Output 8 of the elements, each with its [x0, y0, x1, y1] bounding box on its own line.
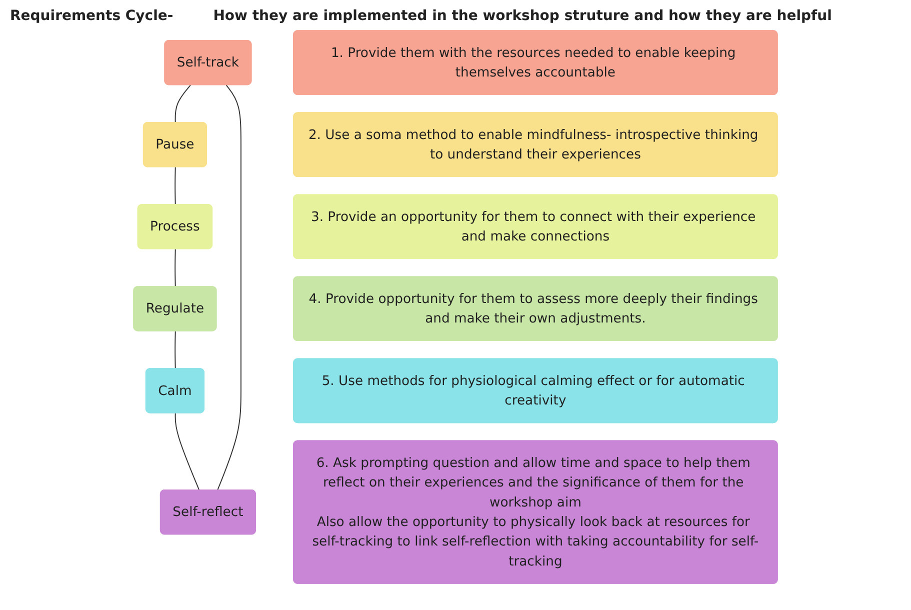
column-heading: How they are implemented in the workshop struture and how they are helpful — [213, 8, 832, 24]
connector — [216, 84, 242, 491]
connector — [174, 412, 200, 491]
connector — [174, 166, 176, 206]
connector — [174, 84, 192, 124]
diagram-title: Requirements Cycle- — [10, 8, 174, 24]
connector — [174, 330, 176, 370]
connector — [174, 248, 176, 288]
